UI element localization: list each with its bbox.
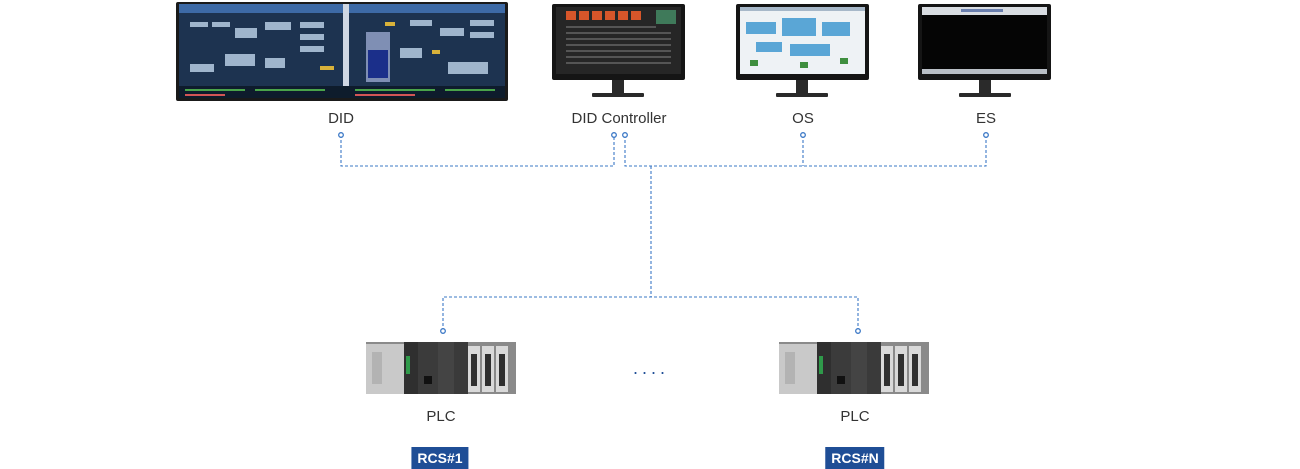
ellipsis: .... [632, 358, 670, 378]
link-did-controller [340, 135, 615, 167]
plc-label: PLC [426, 408, 456, 425]
es-label: ES [975, 110, 997, 127]
plc-rack-icon [366, 342, 516, 394]
os-monitor-icon [736, 4, 869, 97]
did-display-icon [176, 2, 508, 101]
plc-label: PLC [840, 408, 870, 425]
rcs-badge: RCS#1 [411, 447, 469, 469]
rcs-badge: RCS#N [825, 447, 885, 469]
link-plc-bus [442, 296, 859, 331]
connector-nodes [338, 132, 989, 334]
did-controller-label: DID Controller [571, 110, 667, 127]
did-controller-monitor-icon [552, 4, 685, 97]
connector-lines [340, 135, 987, 331]
os-label: OS [792, 110, 814, 127]
es-monitor-icon [918, 4, 1051, 97]
plc-rack-icon [779, 342, 929, 394]
link-os-es [624, 135, 987, 167]
did-label: DID [328, 110, 354, 127]
